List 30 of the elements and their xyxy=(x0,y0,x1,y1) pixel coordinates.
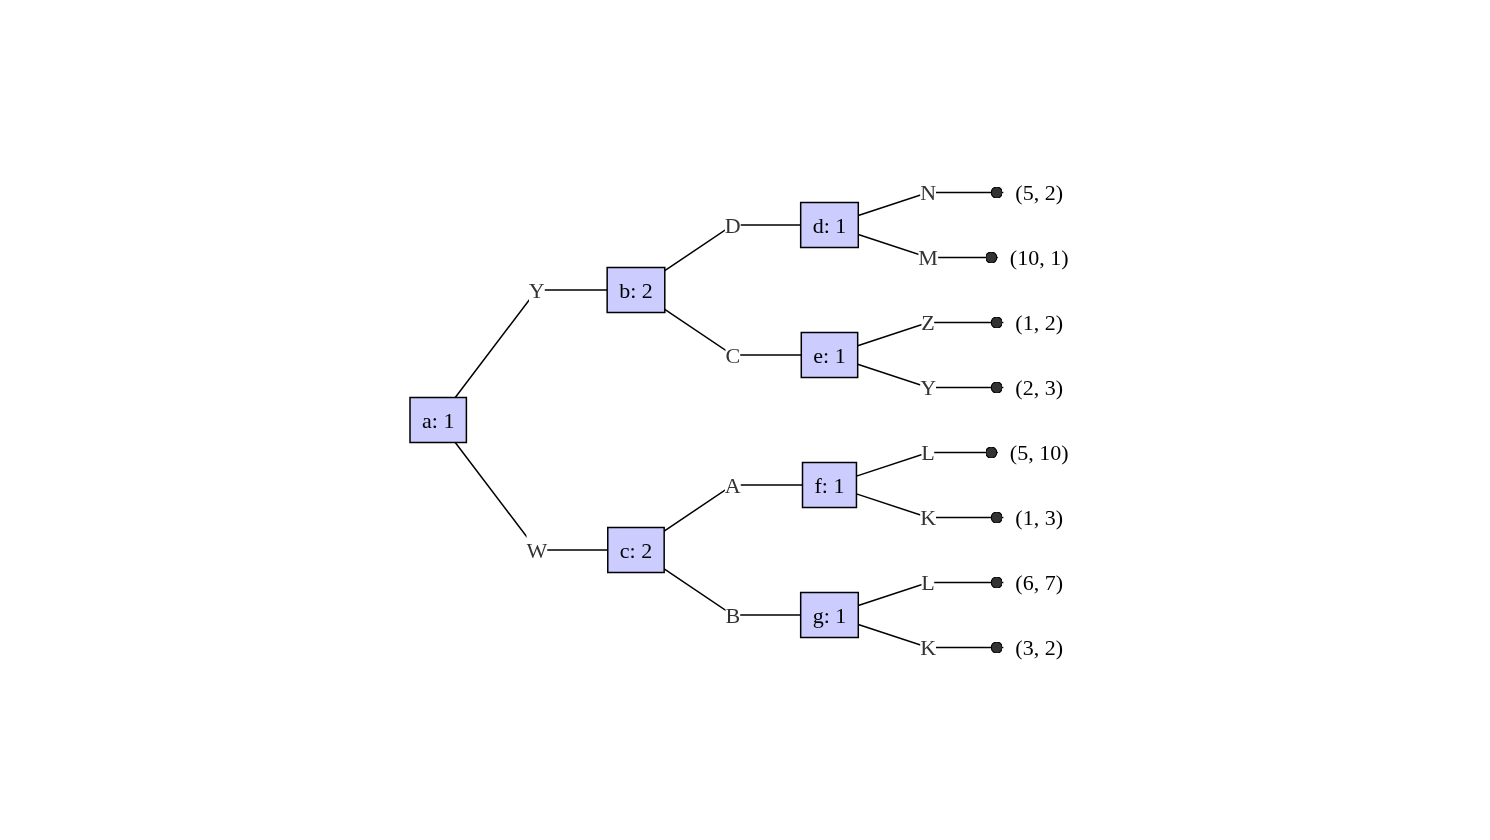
edge-label: W xyxy=(526,537,547,563)
edge-label: A xyxy=(724,472,741,498)
node-box: f: 1 xyxy=(801,461,857,509)
edge-label: K xyxy=(919,505,936,530)
edge-label: C xyxy=(725,342,740,368)
edge-label: Z xyxy=(921,310,935,335)
edge-label: M xyxy=(918,245,938,270)
edge-label: D xyxy=(724,212,741,238)
connector xyxy=(663,484,803,532)
node-text: (5, 10) xyxy=(1009,440,1069,465)
edge-label: K xyxy=(919,635,936,660)
node-box: g: 1 xyxy=(799,591,859,639)
edge-label: L xyxy=(921,570,935,595)
node-text: (2, 3) xyxy=(1015,375,1063,400)
node-box: c: 2 xyxy=(606,526,665,574)
node-text: (1, 3) xyxy=(1015,505,1063,530)
node-text: (3, 2) xyxy=(1015,635,1063,660)
edge-label: Y xyxy=(919,375,936,400)
node-text: (1, 2) xyxy=(1015,310,1063,335)
edge-label: L xyxy=(921,440,935,465)
edge-label: Y xyxy=(528,277,545,303)
edge-label: N xyxy=(919,180,936,205)
node-text: (6, 7) xyxy=(1015,570,1063,595)
edge-label: B xyxy=(725,602,740,628)
node-box: b: 2 xyxy=(606,266,666,314)
node-box: d: 1 xyxy=(799,201,859,249)
node-text: (10, 1) xyxy=(1009,245,1069,270)
node-box: e: 1 xyxy=(800,331,859,379)
node-text: (5, 2) xyxy=(1015,180,1063,205)
node-box: a: 1 xyxy=(409,396,467,444)
